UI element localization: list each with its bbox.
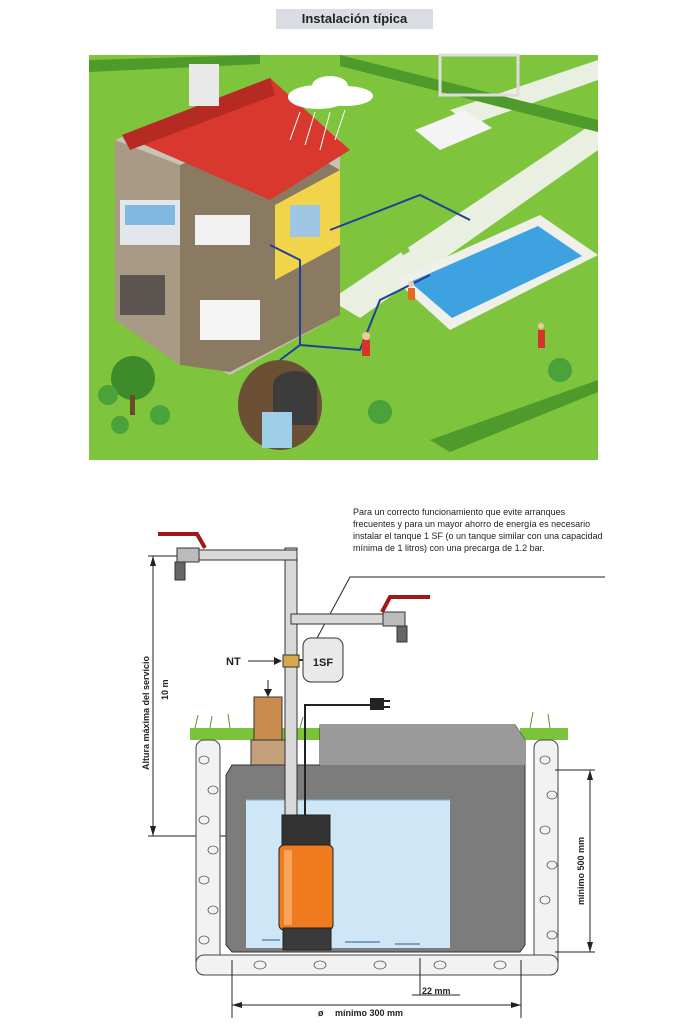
power-plug [370,698,384,710]
rain [289,109,346,151]
people [362,281,545,356]
page-title: Instalación típica [276,9,433,29]
power-cable [304,704,370,815]
gazebo [415,53,520,150]
discharge-pipe [284,547,298,821]
riser-cap [250,739,286,766]
installation-note: Para un correcto funcionamiento que evit… [353,507,603,553]
water-pipes [269,193,471,361]
grass-right [520,728,568,740]
tank-1sf-label: 1SF [313,657,333,669]
width-label: mínimo 300 mm [335,1008,403,1018]
gap-label: 22 mm [422,986,451,996]
garden-path [330,60,598,318]
submersible-pump [278,814,334,951]
rain-cloud [288,76,373,109]
technical-diagram: 1SF NT 22 mm ø [141,532,605,1018]
tap-right [380,595,430,643]
min-depth-label: mínimo 500 mm [576,837,586,905]
nt-valve [282,654,300,668]
trees [98,356,572,434]
float-switch-housing [253,696,283,741]
height-value: 10 m [160,679,170,700]
height-label: Altura máxima del servicio [141,655,151,770]
width-symbol: ø [318,1008,324,1018]
swimming-pool [395,215,598,330]
nt-label: NT [226,656,241,668]
water [246,800,450,948]
tap-left [158,532,207,581]
underground-tank [238,360,322,450]
note-leader [315,576,605,641]
